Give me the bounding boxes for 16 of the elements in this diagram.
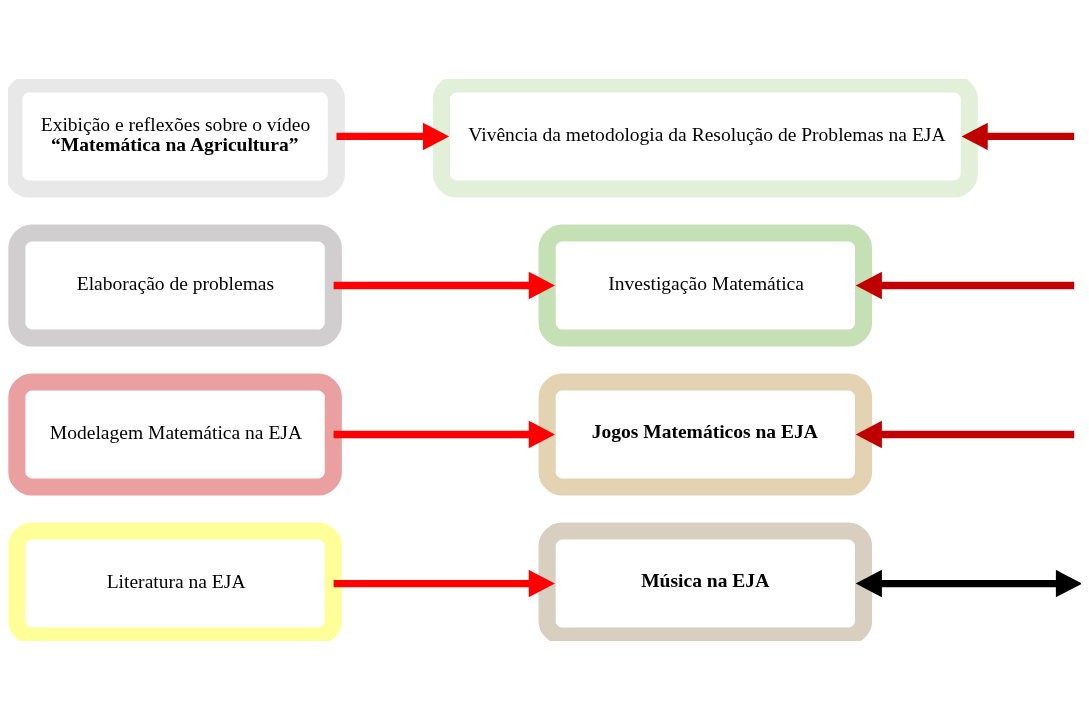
node-box: Música na EJA	[538, 522, 873, 641]
arrow	[855, 271, 1075, 300]
node-box: Investigação Matemática	[538, 224, 873, 347]
node-box: Literatura na EJA	[8, 522, 342, 641]
node-box: Exibição e reflexões sobre o vídeo “Matemática na Agricultura”	[8, 79, 345, 198]
node-box: Jogos Matemáticos na EJA	[538, 373, 873, 496]
arrow	[855, 569, 1081, 598]
arrow	[333, 569, 555, 598]
arrow	[855, 420, 1075, 449]
arrow	[333, 271, 555, 300]
node-box: Vivência da metodologia da Resolução de Problemas na EJA	[432, 79, 978, 198]
arrow	[336, 122, 450, 151]
node-box: Elaboração de problemas	[8, 224, 342, 347]
arrow	[333, 420, 555, 449]
arrow	[961, 122, 1075, 151]
node-box: Modelagem Matemática na EJA	[8, 373, 342, 496]
